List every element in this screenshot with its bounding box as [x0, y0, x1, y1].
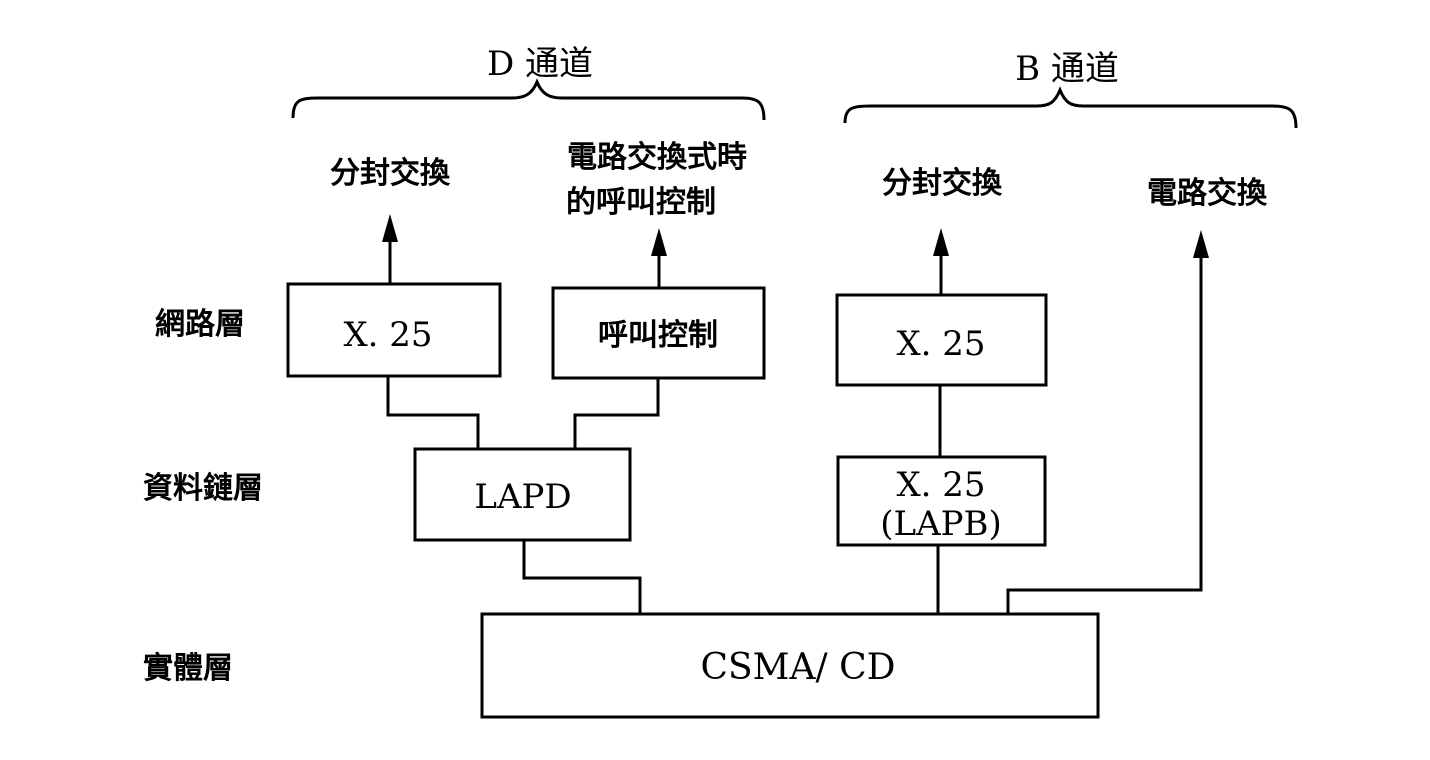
b-channel-label: B 通道 [1015, 49, 1119, 89]
call-control-box-label: 呼叫控制 [598, 318, 718, 353]
x25-lapb-box-label-line2: (LAPB) [880, 504, 1002, 544]
csma-cd-box-label: CSMA/ CD [700, 647, 895, 688]
x25-d-box-label: X. 25 [343, 315, 432, 355]
x25-d-box [286, 282, 502, 378]
arrow-d-packet [382, 214, 398, 283]
datalink-layer-label: 資料鏈層 [143, 471, 263, 506]
lapd-box-label: LAPD [474, 477, 571, 517]
call-control-box [551, 286, 766, 380]
lapd-box [413, 447, 632, 542]
connector-call-control-to-lapd [573, 378, 660, 449]
b-packet-switching-label: 分封交換 [882, 166, 1003, 201]
physical-layer-label: 實體層 [143, 651, 233, 686]
d-call-control-label-line2: 的呼叫控制 [566, 185, 716, 220]
x25-b-box-label: X. 25 [896, 324, 985, 364]
arrow-b-packet [933, 228, 949, 294]
arrow-b-circuit [1006, 230, 1209, 618]
b-circuit-switching-label: 電路交換 [1147, 176, 1268, 211]
d-call-control-label-line1: 電路交換式時 [567, 140, 747, 175]
connector-lapd-to-csma [522, 540, 642, 615]
x25-b-box [835, 293, 1048, 387]
d-channel-brace [291, 78, 766, 121]
b-channel-brace [843, 86, 1298, 129]
csma-cd-box [480, 612, 1100, 719]
arrow-d-call-control [651, 228, 667, 287]
d-channel-label: D 通道 [487, 44, 593, 84]
x25-lapb-box [836, 455, 1047, 547]
x25-lapb-box-label-line1: X. 25 [896, 465, 985, 505]
connector-x25-d-to-lapd [386, 376, 480, 449]
network-layer-label: 網路層 [155, 307, 245, 342]
d-packet-switching-label: 分封交換 [330, 156, 451, 191]
